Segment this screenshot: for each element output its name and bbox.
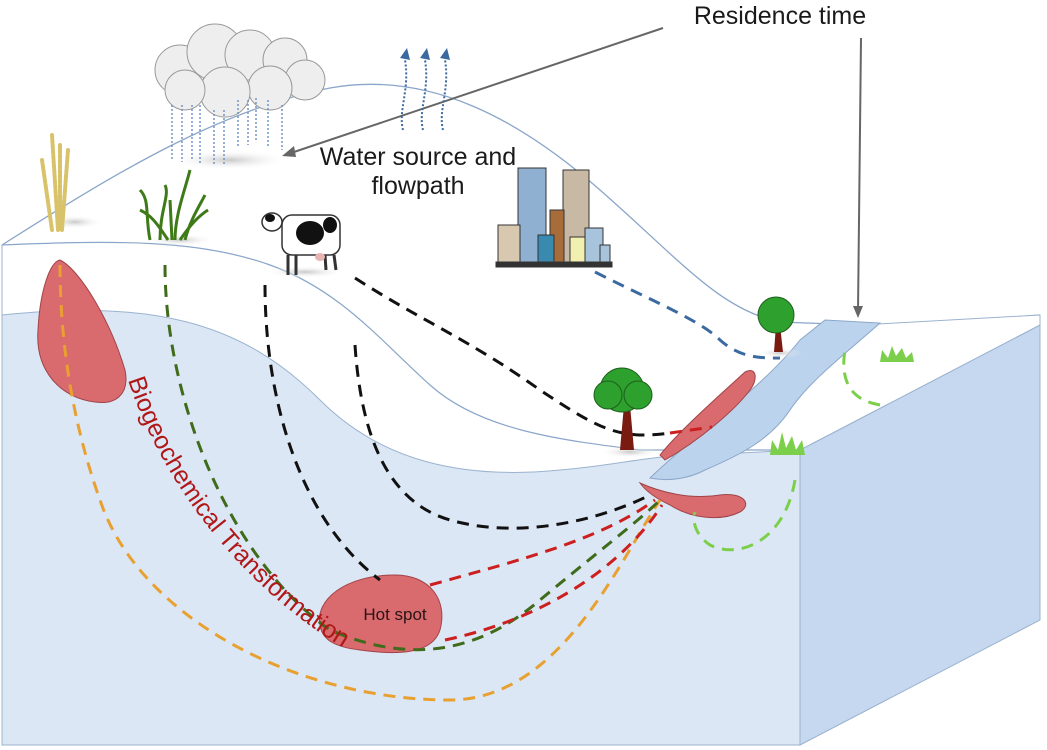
water-source-label: Water source and flowpath xyxy=(319,143,517,200)
tree-icon xyxy=(757,296,802,358)
wheat-icon xyxy=(40,133,103,232)
city-icon xyxy=(495,167,613,268)
flowpath-red-1 xyxy=(429,498,656,587)
residence-time-label: Residence time xyxy=(693,2,867,30)
flowpath-corn xyxy=(163,264,662,652)
block-front-top-edge xyxy=(1,241,800,451)
arrowhead xyxy=(282,146,296,157)
corn-icon xyxy=(138,169,215,246)
flowpath-wheat xyxy=(58,264,662,702)
groundwater-zone xyxy=(1,309,801,746)
hot-spot-streambed xyxy=(638,481,747,519)
flowpath-red-2 xyxy=(444,504,664,642)
hot-spot-label: Hot spot xyxy=(363,605,427,624)
flowpaths xyxy=(58,264,881,702)
residence-arrow-left xyxy=(284,27,664,156)
grass-icon xyxy=(880,346,914,362)
flowpath-cow-3 xyxy=(354,276,671,437)
arrowhead xyxy=(853,306,863,318)
flowpath-grass-2 xyxy=(842,349,881,407)
cow-icon xyxy=(261,212,345,278)
evaporation-icon xyxy=(400,48,450,131)
flowpath-cow-2 xyxy=(353,344,651,530)
hot-spot-main xyxy=(318,574,443,654)
flowpath-grass xyxy=(692,479,797,552)
flowpath-city xyxy=(594,270,781,360)
flowpath-red-3 xyxy=(669,425,713,435)
residence-arrow-right xyxy=(857,37,862,313)
cloud-rain-icon xyxy=(154,23,326,170)
flowpath-cow-1 xyxy=(263,284,381,582)
hot-spot-riparian xyxy=(659,370,756,461)
tree-icon xyxy=(593,367,660,458)
grass-icon xyxy=(770,432,805,455)
